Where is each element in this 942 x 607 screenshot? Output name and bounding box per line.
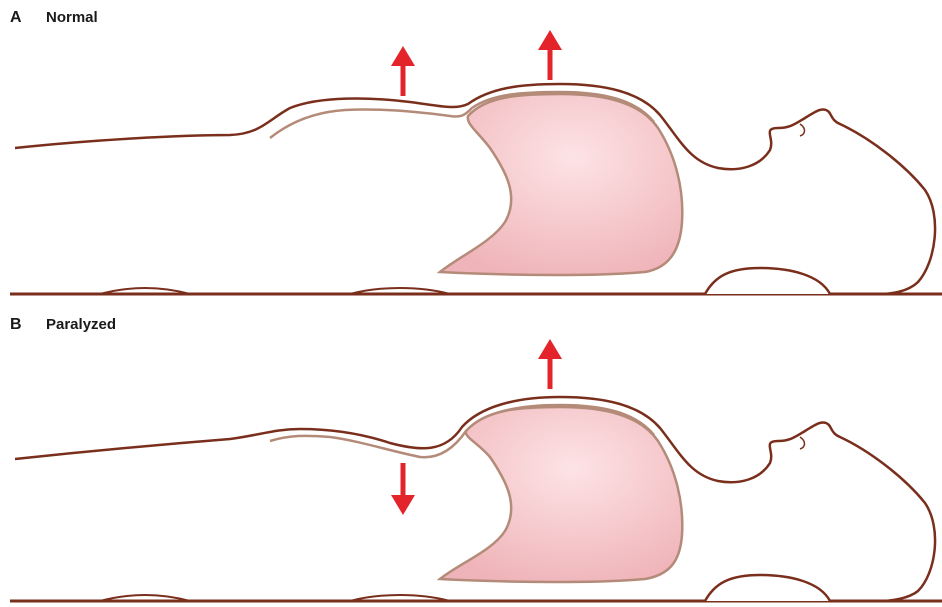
arrow-down-abdomen [391, 463, 415, 515]
body-figure-paralyzed [0, 307, 942, 607]
head-support [705, 575, 830, 601]
panel-normal: A Normal [0, 0, 942, 300]
lung-diaphragm [440, 407, 682, 582]
body-figure-normal [0, 0, 942, 300]
arrow-up-chest [538, 339, 562, 389]
lung-diaphragm [440, 94, 682, 275]
arrow-up-chest [538, 30, 562, 80]
arrow-up-abdomen [391, 46, 415, 96]
head-support [705, 268, 830, 294]
ear [800, 437, 805, 449]
ear [800, 124, 805, 136]
panel-paralyzed: B Paralyzed [0, 307, 942, 607]
